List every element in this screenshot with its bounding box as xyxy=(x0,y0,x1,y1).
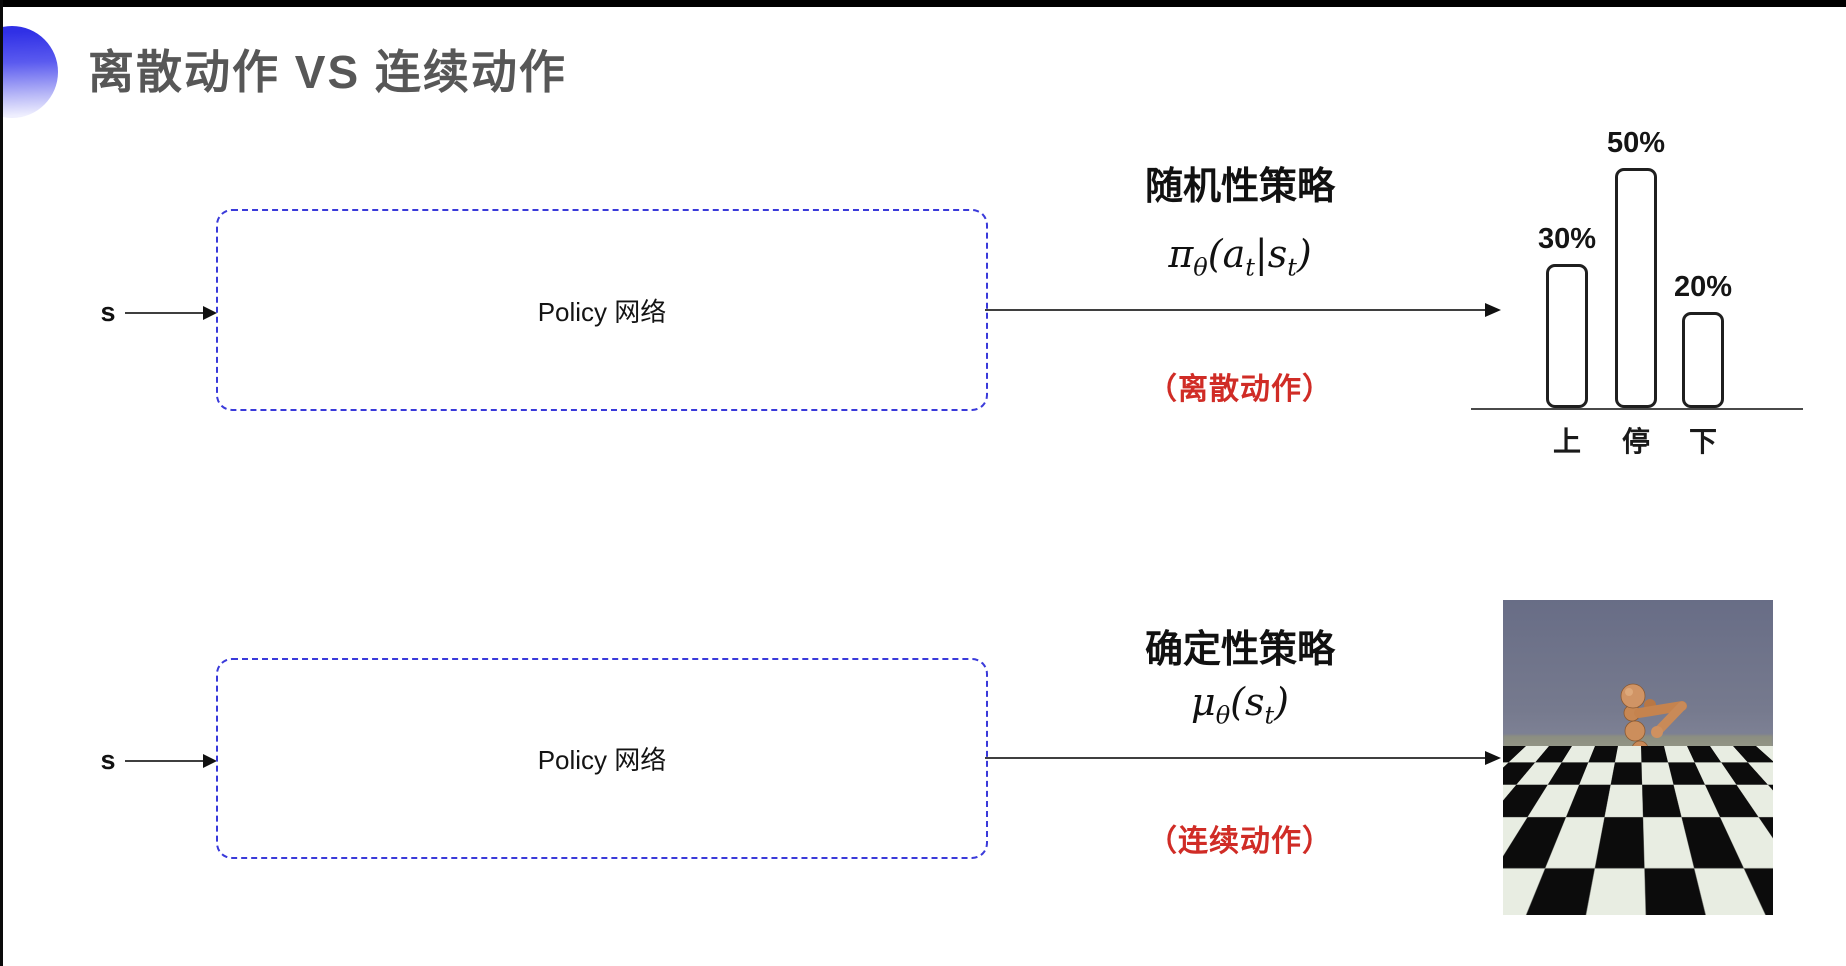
bar-value-label: 50% xyxy=(1606,127,1666,159)
category-label-stop: 停 xyxy=(1621,426,1650,457)
discrete-action-note: （离散动作） xyxy=(1147,373,1333,406)
formula-subscript: t xyxy=(1264,701,1275,730)
stochastic-policy-title: 随机性策略 xyxy=(1144,166,1335,208)
humanoid-robot-figure xyxy=(1546,683,1691,903)
bar-group-down: 20% xyxy=(1674,271,1732,408)
arrowhead-icon xyxy=(203,306,217,320)
formula-subscript: t xyxy=(1245,253,1255,282)
formula-term: ) xyxy=(1274,680,1289,724)
formula-subscript: t xyxy=(1287,253,1297,282)
formula-term: |s xyxy=(1254,232,1288,276)
formula-term: (s xyxy=(1230,680,1265,724)
bar-group-up: 30% xyxy=(1538,223,1596,408)
action-probability-chart: 30% 50% 20% 上 停 下 xyxy=(1471,120,1803,457)
bar-group-stop: 50% xyxy=(1607,127,1665,408)
screen-left-border xyxy=(0,0,3,966)
output-arrow-bottom xyxy=(985,751,1501,765)
input-arrow-top xyxy=(125,306,217,320)
policy-network-box-top: Policy 网络 xyxy=(216,209,988,411)
bar-value-label: 30% xyxy=(1537,223,1597,255)
formula-term: ) xyxy=(1296,232,1312,276)
slide-accent-logo xyxy=(0,26,58,118)
deterministic-policy-title-wrap: 确定性策略 xyxy=(1040,618,1440,673)
stochastic-policy-title-wrap: 随机性策略 xyxy=(1040,155,1440,210)
deterministic-policy-title: 确定性策略 xyxy=(1144,629,1335,671)
arrowhead-icon xyxy=(1485,751,1501,765)
policy-network-label-bottom: Policy 网络 xyxy=(537,745,667,775)
screen-top-border xyxy=(0,0,1846,7)
bar-down xyxy=(1682,312,1724,408)
state-input-label-top: s xyxy=(100,297,116,327)
stochastic-policy-formula: πθ(at|st) xyxy=(1040,232,1440,282)
formula-term: (a xyxy=(1207,232,1246,276)
policy-network-label-top: Policy 网络 xyxy=(537,296,667,327)
policy-network-box-bottom: Policy 网络 xyxy=(216,658,988,859)
input-arrow-bottom xyxy=(125,754,217,768)
bar-up xyxy=(1546,264,1588,408)
formula-symbol: μ xyxy=(1191,680,1216,724)
deterministic-policy-formula: μθ(st) xyxy=(1040,680,1440,730)
category-label-up: 上 xyxy=(1552,426,1581,457)
bar-value-label: 20% xyxy=(1673,271,1733,303)
formula-symbol: π xyxy=(1168,232,1194,276)
humanoid-simulation-image xyxy=(1503,600,1773,915)
formula-subscript: θ xyxy=(1215,701,1231,730)
category-label-down: 下 xyxy=(1688,426,1717,457)
state-input-label-bottom: s xyxy=(100,745,116,775)
formula-subscript: θ xyxy=(1193,253,1208,282)
chart-baseline xyxy=(1471,408,1803,410)
continuous-action-note: （连续动作） xyxy=(1147,825,1333,858)
slide-title: 离散动作 VS 连续动作 xyxy=(88,46,567,98)
arrowhead-icon xyxy=(203,754,217,768)
bar-stop xyxy=(1615,168,1657,408)
output-arrow-top xyxy=(985,303,1501,317)
arrowhead-icon xyxy=(1485,303,1501,317)
